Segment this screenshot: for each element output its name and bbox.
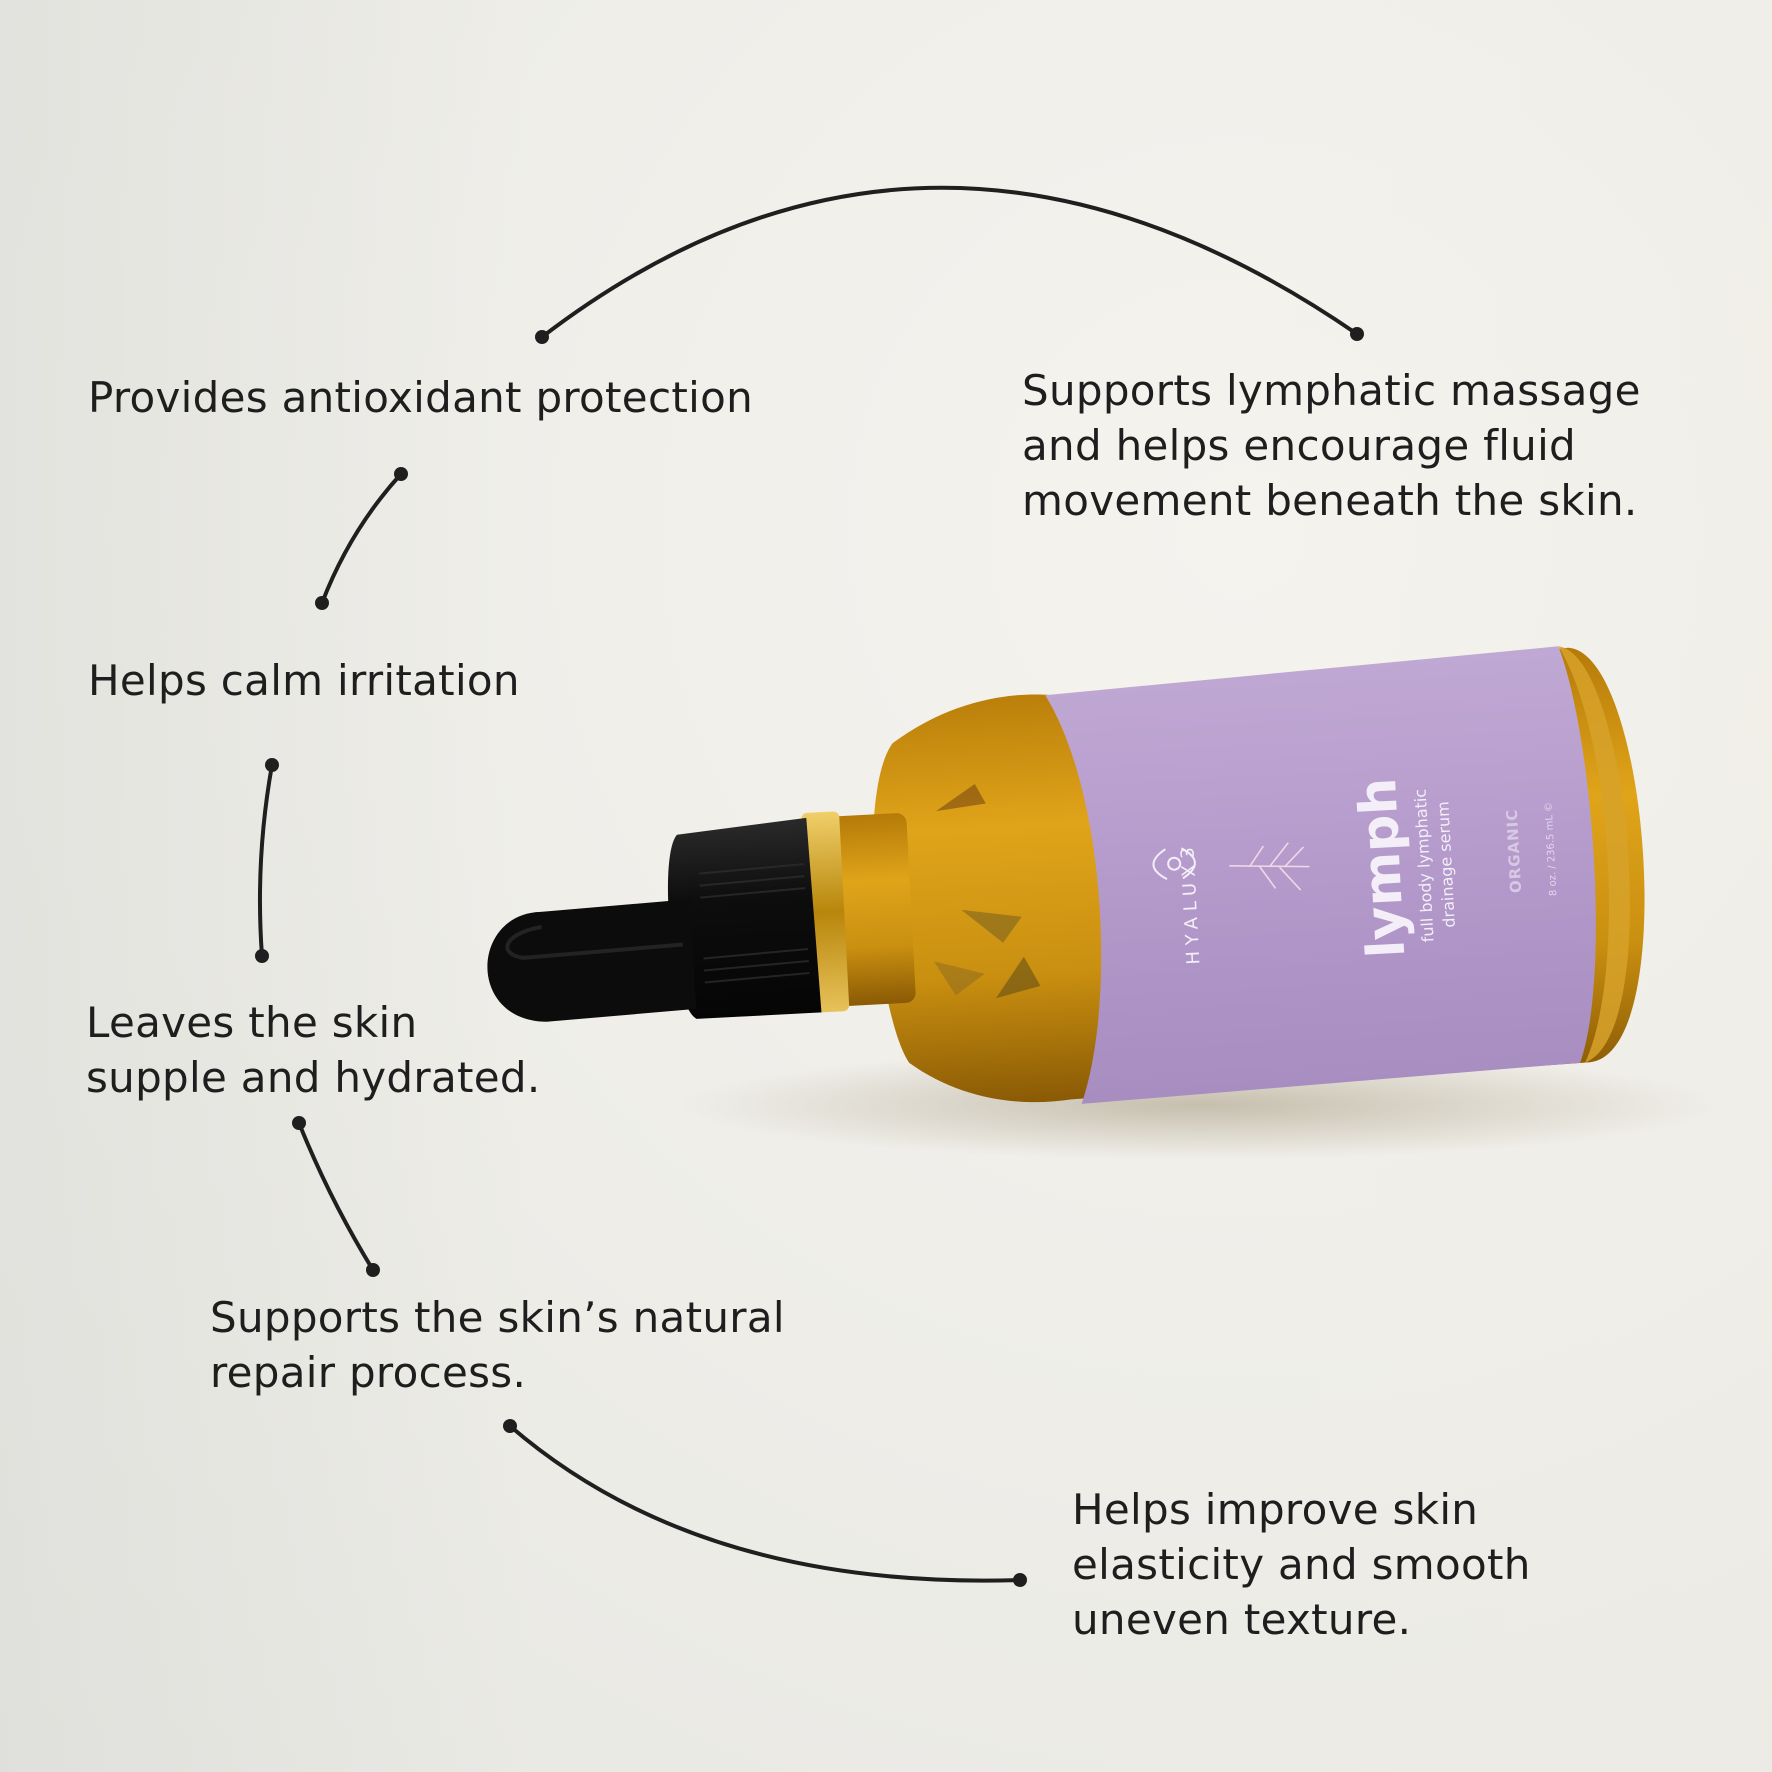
benefit-elasticity: Helps improve skin elasticity and smooth…	[1072, 1485, 1531, 1644]
connector-dot	[315, 596, 329, 610]
benefit-repair: Supports the skin’s natural repair proce…	[210, 1293, 785, 1397]
product-name: lymph	[1348, 776, 1417, 959]
connector-dot	[394, 467, 408, 481]
dropper-cap	[667, 817, 822, 1019]
benefit-lymphatic: Supports lymphatic massage and helps enc…	[1022, 366, 1641, 525]
connector-dot	[1350, 327, 1364, 341]
connector-dot	[265, 758, 279, 772]
connector-dot	[535, 330, 549, 344]
benefit-hydrated: Leaves the skin supple and hydrated.	[86, 998, 541, 1102]
connector-dot	[503, 1419, 517, 1433]
connector-dot	[292, 1116, 306, 1130]
connector-top-arc	[540, 185, 1359, 339]
product-label	[1045, 646, 1596, 1104]
connector-left-3	[297, 1121, 375, 1272]
connector-bottom-arc	[508, 1424, 1022, 1583]
connector-left-2	[257, 763, 274, 958]
organic-badge: ORGANIC	[1503, 808, 1525, 893]
connector-left-1	[320, 472, 403, 605]
dropper-bulb	[487, 899, 697, 1022]
benefit-calm: Helps calm irritation	[88, 656, 520, 705]
lotus-logo-icon	[1152, 847, 1196, 880]
volume-text: 8 oz. / 236.5 mL ©	[1543, 802, 1559, 897]
benefit-antioxidant: Provides antioxidant protection	[88, 373, 753, 422]
connector-dot	[255, 949, 269, 963]
branch-illustration-icon	[1229, 842, 1310, 891]
connector-dot	[366, 1263, 380, 1277]
connector-dot	[1013, 1573, 1027, 1587]
